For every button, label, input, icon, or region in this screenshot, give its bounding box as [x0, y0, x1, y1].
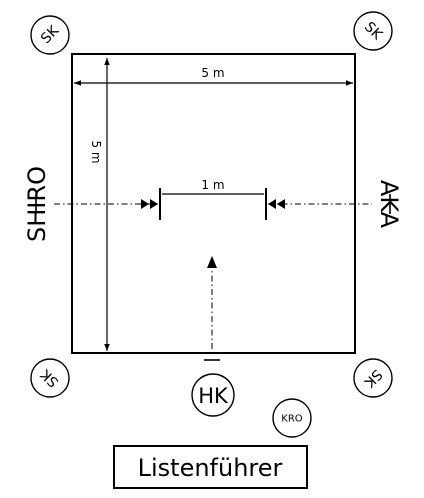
aka-double-arrow: [268, 199, 285, 209]
corner-judge-bottom-right: SK: [353, 358, 393, 398]
corner-judge-top-right: SK: [353, 11, 393, 51]
kro-label: KRO: [281, 414, 303, 425]
listenfuehrer-label: Listenführer: [138, 454, 283, 482]
shiro-double-arrow: [141, 199, 158, 209]
kro-official: KRO: [272, 398, 312, 438]
corner-judge-top-left: SK: [30, 15, 70, 55]
hk-arrow: [207, 256, 217, 268]
main-referee: HK: [191, 373, 235, 417]
corner-judge-bottom-left: SK: [30, 358, 70, 398]
shiro-label: SHIRO: [23, 166, 51, 242]
listenfuehrer-table: Listenführer: [113, 445, 308, 489]
main-referee-label: HK: [198, 384, 229, 408]
height-label: 5 m: [89, 140, 103, 163]
gap-label: 1 m: [201, 178, 224, 192]
aka-label: AKA: [375, 180, 403, 229]
width-label: 5 m: [201, 66, 224, 80]
